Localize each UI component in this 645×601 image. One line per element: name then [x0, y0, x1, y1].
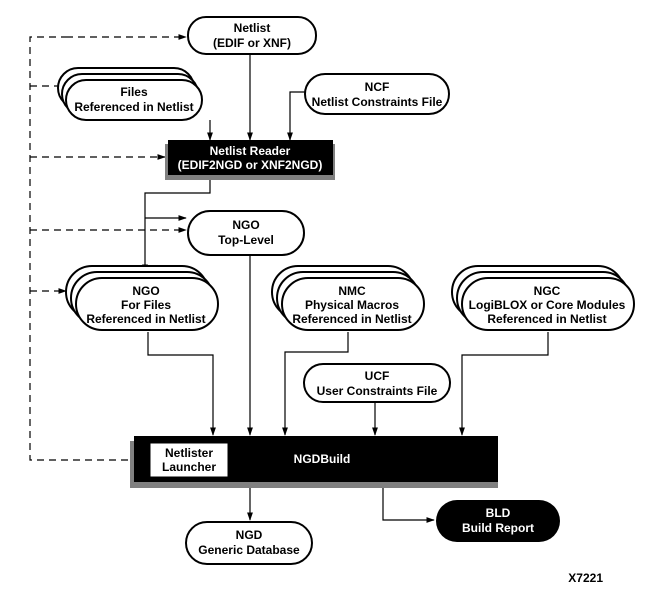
arrow-reader-to-ngo-files — [142, 178, 211, 273]
netlister-launcher: Netlister Launcher — [149, 442, 229, 478]
node-ngo-for-files: NGO For Files Referenced in Netlist — [65, 265, 219, 331]
node-ngc: NGC LogiBLOX or Core Modules Referenced … — [451, 265, 635, 331]
netlist-subtitle: (EDIF or XNF) — [213, 36, 291, 50]
nmc-title: NMC — [338, 284, 366, 298]
files-subtitle: Referenced in Netlist — [74, 100, 193, 114]
ngo-files-line3: Referenced in Netlist — [86, 312, 205, 326]
bld-subtitle: Build Report — [462, 521, 534, 535]
node-nmc: NMC Physical Macros Referenced in Netlis… — [271, 265, 425, 331]
arrow-ngo-files-to-ngdbuild — [147, 332, 216, 436]
arrow-nmc-to-ngdbuild — [282, 332, 349, 436]
nmc-line3: Referenced in Netlist — [292, 312, 411, 326]
node-ngo-top-level: NGO Top-Level — [187, 210, 305, 256]
ncf-subtitle: Netlist Constraints File — [312, 95, 443, 109]
node-netlist: Netlist (EDIF or XNF) — [187, 16, 317, 55]
reader-subtitle: (EDIF2NGD or XNF2NGD) — [178, 158, 323, 172]
ngo-files-title: NGO — [132, 284, 159, 298]
node-ucf: UCF User Constraints File — [303, 363, 451, 403]
arrow-ngc-to-ngdbuild — [459, 332, 549, 436]
ngc-title: NGC — [534, 284, 561, 298]
bld-title: BLD — [486, 506, 511, 520]
ngc-line3: Referenced in Netlist — [487, 312, 606, 326]
ucf-subtitle: User Constraints File — [317, 384, 438, 398]
files-title: Files — [120, 85, 148, 99]
node-ncf: NCF Netlist Constraints File — [304, 73, 450, 115]
node-ngdbuild: NGDBuild Netlister Launcher — [130, 436, 498, 488]
ngdbuild-title: NGDBuild — [294, 452, 351, 466]
dashed-launcher-return — [29, 36, 128, 461]
ngo-top-title: NGO — [232, 218, 259, 232]
arrow-ncf-to-reader — [287, 91, 305, 141]
node-bld: BLD Build Report — [436, 500, 560, 542]
node-netlist-reader: Netlist Reader (EDIF2NGD or XNF2NGD) — [165, 140, 335, 180]
launcher-line1: Netlister — [165, 446, 213, 460]
node-files-referenced: Files Referenced in Netlist — [57, 67, 203, 121]
ngd-subtitle: Generic Database — [198, 543, 300, 557]
ngd-title: NGD — [236, 528, 263, 542]
figure-id: X7221 — [568, 571, 603, 585]
reader-title: Netlist Reader — [210, 144, 291, 158]
nmc-line2: Physical Macros — [305, 298, 399, 312]
ncf-title: NCF — [365, 80, 390, 94]
ngo-files-line2: For Files — [121, 298, 171, 312]
ucf-title: UCF — [365, 369, 390, 383]
launcher-line2: Launcher — [162, 460, 216, 474]
ngc-line2: LogiBLOX or Core Modules — [469, 298, 626, 312]
ngo-top-subtitle: Top-Level — [218, 233, 274, 247]
node-ngd: NGD Generic Database — [185, 521, 313, 565]
netlist-title: Netlist — [234, 21, 271, 35]
arrow-ngdbuild-to-bld — [382, 482, 435, 523]
